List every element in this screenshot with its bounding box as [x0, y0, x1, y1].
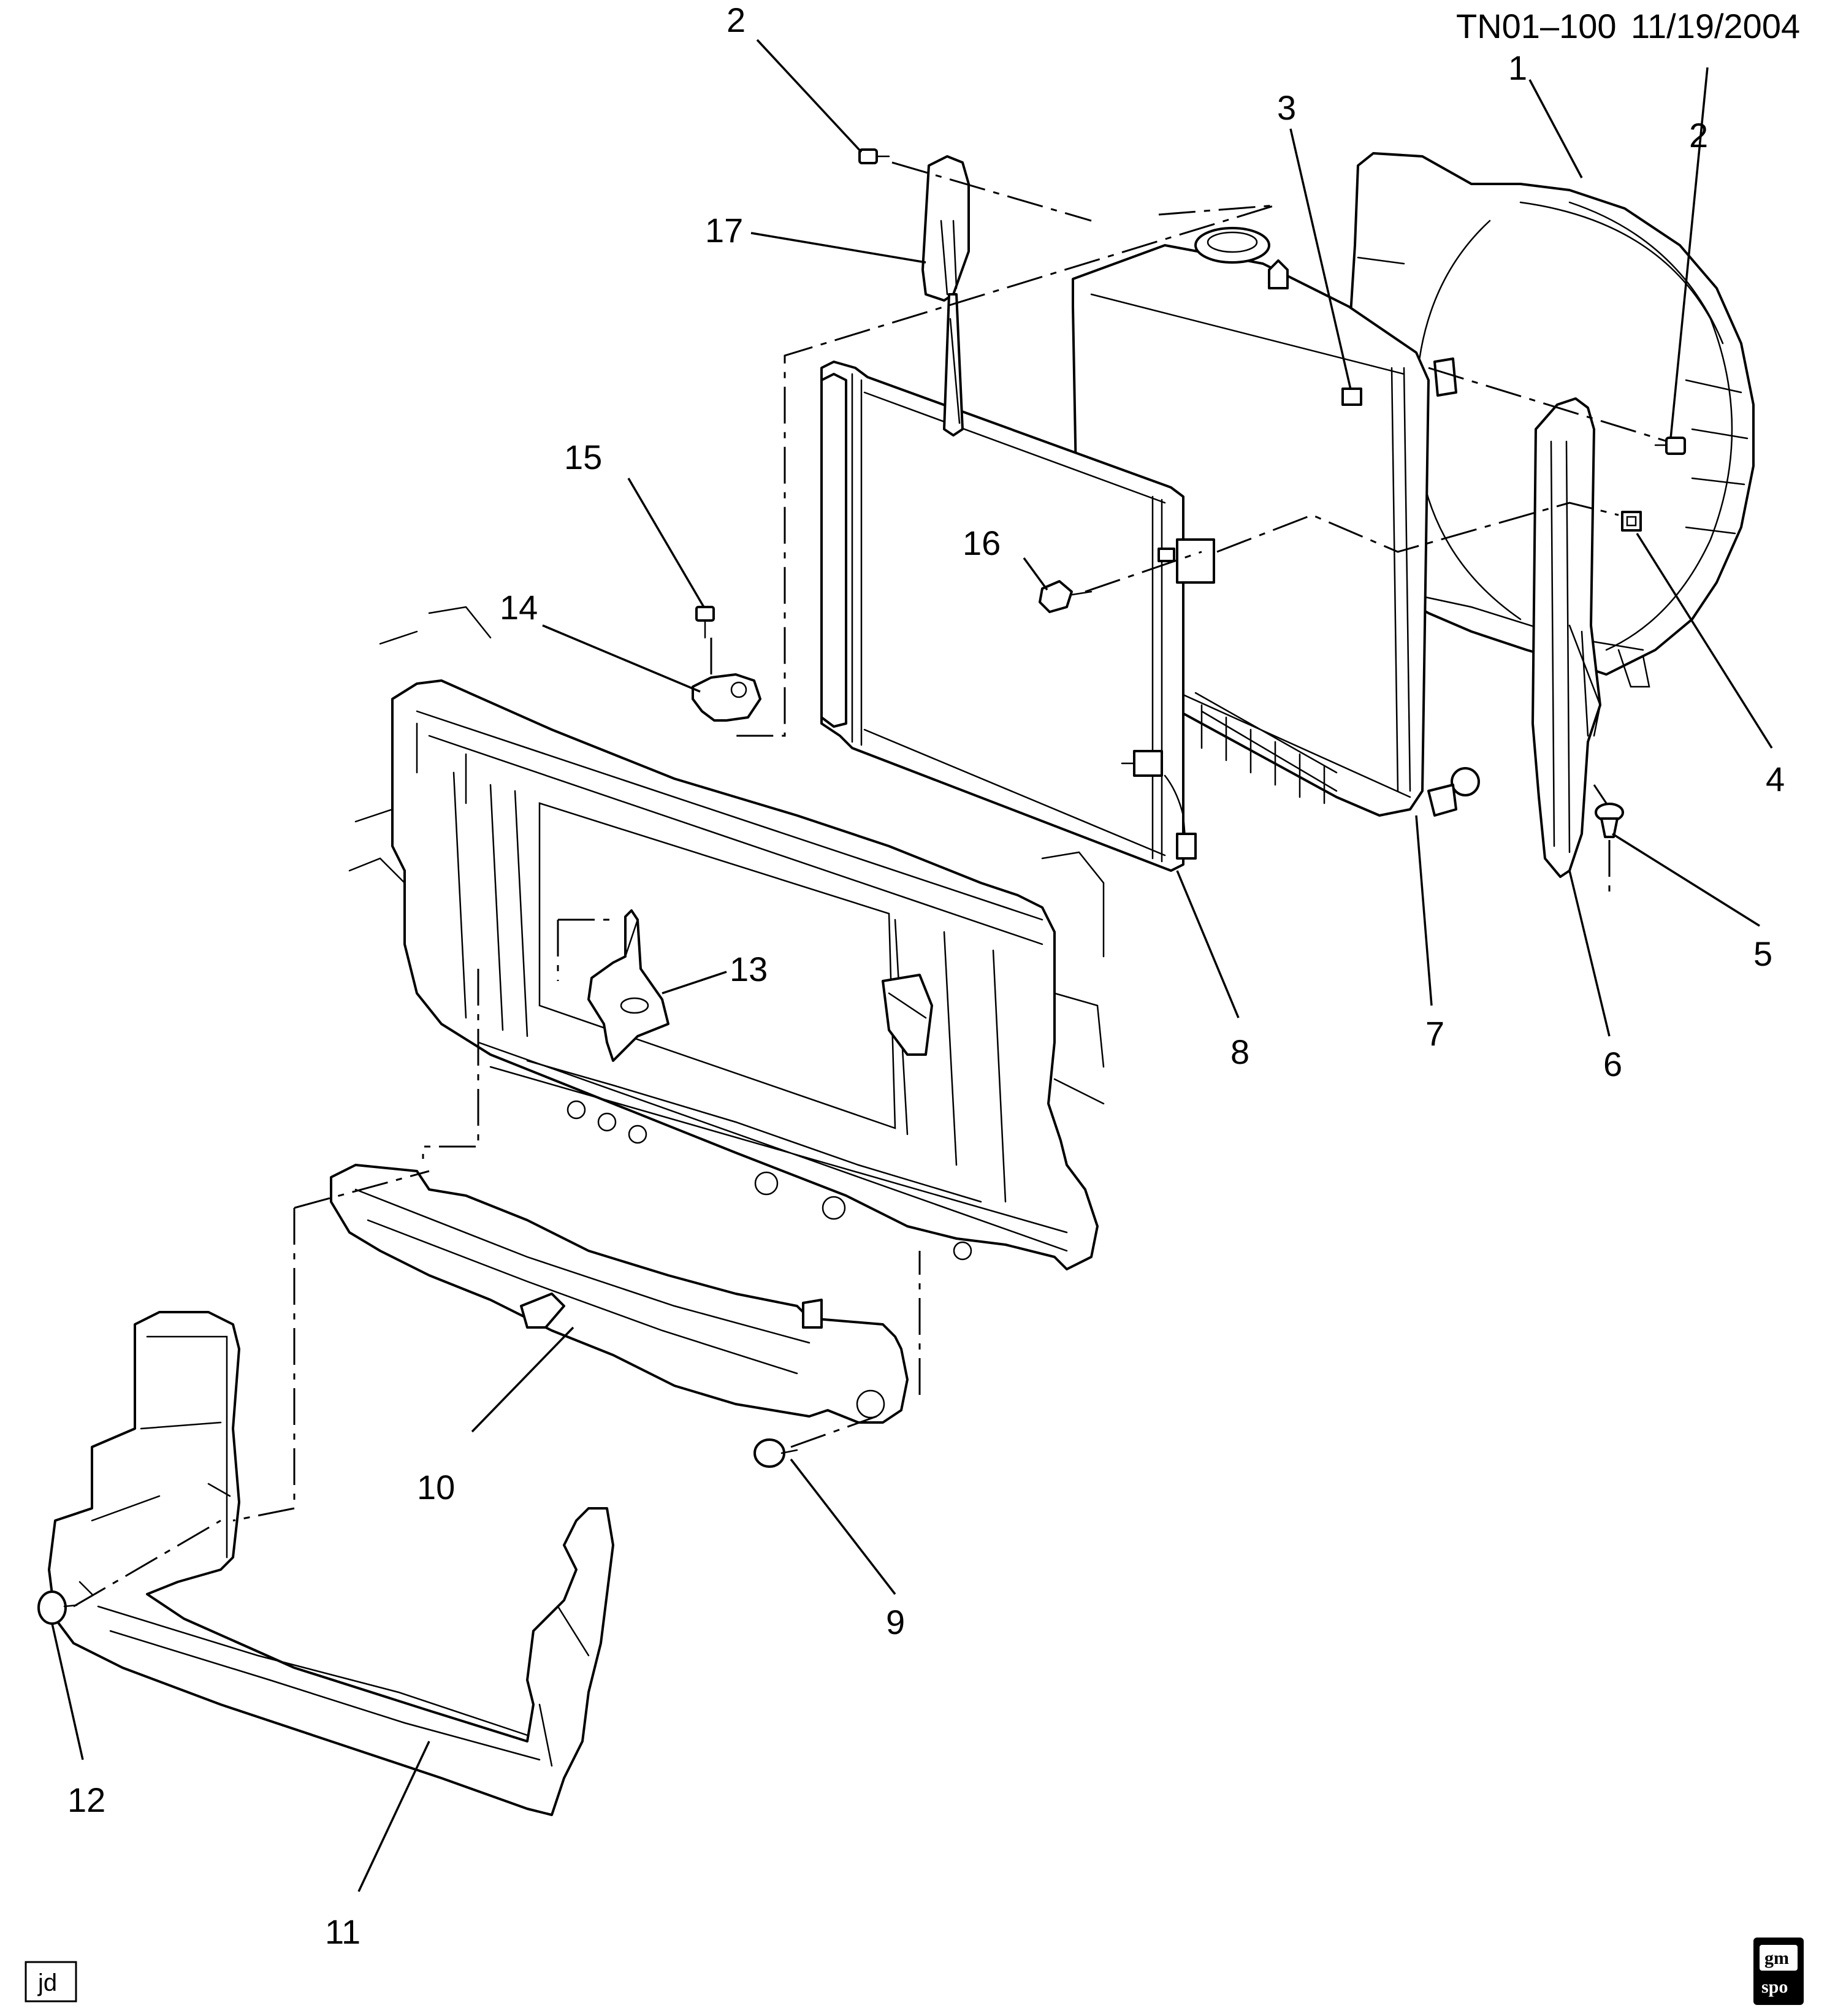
callout-3: 3: [1277, 88, 1296, 127]
condenser-bracket: [692, 673, 761, 722]
callout-1: 1: [1508, 48, 1527, 87]
callout-7: 7: [1425, 1014, 1444, 1053]
callout-17: 17: [705, 211, 743, 250]
callout-14: 14: [500, 588, 538, 627]
lower-shield: [48, 1311, 614, 1816]
artist-initials-box: jd: [25, 1961, 77, 2003]
clip-3: [1341, 388, 1362, 406]
phantom-lines: [73, 161, 1668, 1608]
callout-16: 16: [963, 524, 1001, 562]
callout-12: 12: [67, 1781, 105, 1819]
callout-8: 8: [1230, 1033, 1249, 1071]
grommet-5: [1595, 803, 1624, 838]
callout-labels: 1 2 2 3 4 5 6 7 8 9 10 11 12 13 14 15 16…: [67, 1, 1785, 1951]
callout-9: 9: [886, 1603, 905, 1641]
callout-15: 15: [564, 438, 602, 476]
lower-air-deflector: [330, 1164, 909, 1424]
leader-lines: [51, 39, 1773, 1892]
bolt-2-left: [858, 148, 890, 164]
radiator-support: [348, 606, 1105, 1270]
svg-text:jd: jd: [37, 1969, 57, 1996]
callout-6: 6: [1603, 1045, 1622, 1083]
gm-spo-logo: gm spo: [1753, 1938, 1804, 2005]
right-side-bracket: [1531, 397, 1601, 878]
callout-10: 10: [417, 1468, 455, 1506]
condenser: [820, 361, 1215, 872]
callout-2-left: 2: [727, 1, 746, 39]
svg-text:gm: gm: [1764, 1948, 1789, 1968]
bolt-15: [695, 606, 715, 639]
center-bracket: [587, 909, 669, 1062]
svg-text:spo: spo: [1761, 1977, 1788, 1997]
nut-4: [1621, 511, 1642, 532]
left-upper-bracket: [921, 155, 970, 437]
push-pin-9: [753, 1438, 798, 1468]
bolt-2-right: [1654, 437, 1686, 455]
callout-4: 4: [1766, 760, 1785, 798]
diagram-date: 11/19/2004: [1631, 7, 1800, 45]
callout-11: 11: [325, 1912, 360, 1951]
callout-13: 13: [730, 950, 768, 988]
callout-5: 5: [1753, 934, 1772, 973]
callout-2-right: 2: [1689, 116, 1708, 155]
diagram-code: TN01–100: [1456, 7, 1617, 45]
